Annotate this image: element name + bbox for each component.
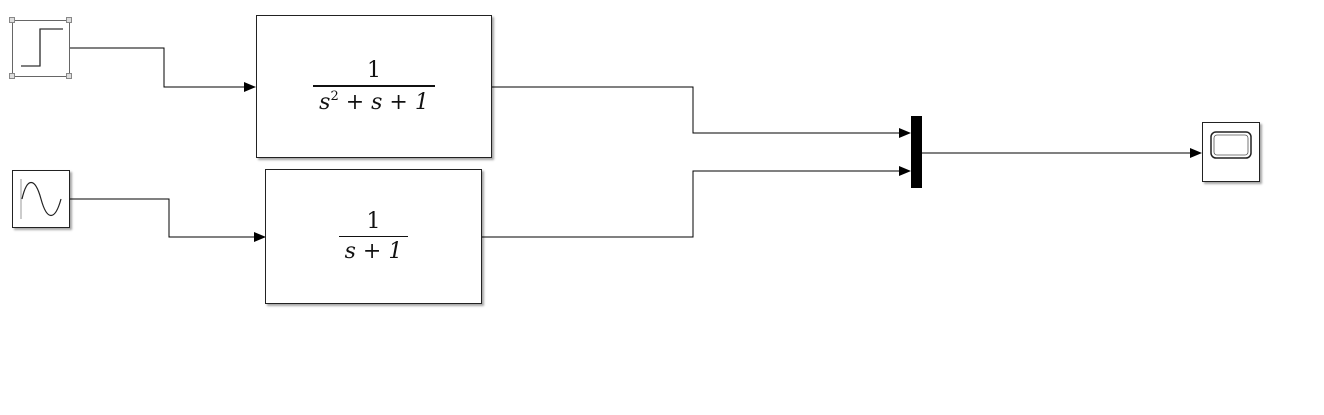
transfer-fcn-2-numerator: 1 xyxy=(366,208,381,234)
transfer-fcn-1-numerator: 1 xyxy=(367,58,381,84)
transfer-fcn-1-denominator: s2 + s + 1 xyxy=(313,87,435,115)
transfer-fcn-2-expression: 1 s + 1 xyxy=(338,208,409,265)
selection-handle-tl[interactable] xyxy=(9,17,15,23)
den-rest: + s + 1 xyxy=(338,89,429,115)
selection-handle-bl[interactable] xyxy=(9,73,15,79)
step-block[interactable] xyxy=(12,20,70,77)
mux-block[interactable] xyxy=(911,116,922,188)
selection-handle-tr[interactable] xyxy=(66,17,72,23)
fraction-bar xyxy=(313,85,435,87)
transfer-fcn-2-denominator: s + 1 xyxy=(344,239,403,265)
den-s: s xyxy=(319,89,331,115)
signal-line-step-to-tf1[interactable] xyxy=(70,47,256,92)
transfer-fcn-block-2[interactable]: 1 s + 1 xyxy=(265,169,482,304)
transfer-fcn-block-1[interactable]: 1 s2 + s + 1 xyxy=(256,15,492,158)
sine-wave-icon xyxy=(20,179,62,219)
sine-wave-block[interactable] xyxy=(12,170,70,228)
signal-line-sine-to-tf2[interactable] xyxy=(70,198,266,242)
scope-icon xyxy=(1210,131,1252,159)
den-power: 2 xyxy=(330,88,339,104)
step-icon xyxy=(21,28,63,67)
signal-line-tf2-to-mux[interactable] xyxy=(482,166,911,238)
fraction-bar xyxy=(338,235,409,238)
transfer-fcn-1-expression: 1 s2 + s + 1 xyxy=(313,58,435,115)
selection-handle-br[interactable] xyxy=(66,73,72,79)
signal-line-tf1-to-mux[interactable] xyxy=(492,86,911,138)
scope-block[interactable] xyxy=(1202,122,1260,182)
